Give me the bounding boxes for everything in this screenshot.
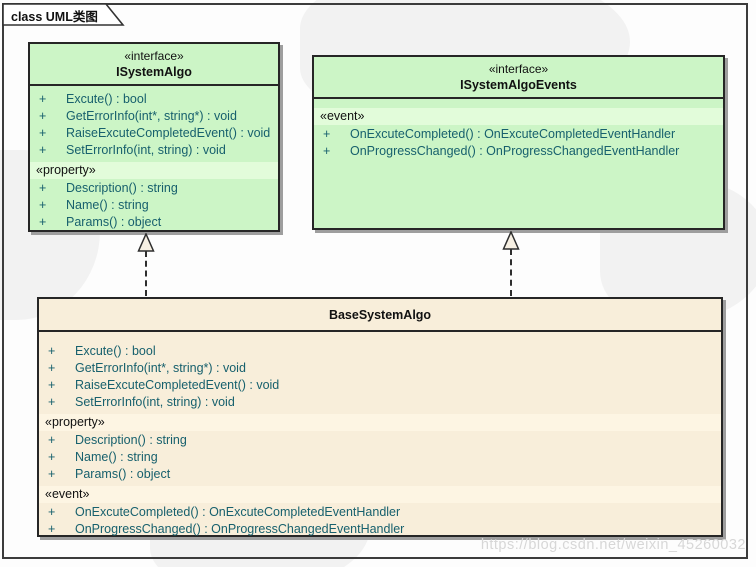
member-row: + OnExcuteCompleted() : OnExcuteCompleted… xyxy=(314,126,723,143)
visibility-symbol: + xyxy=(39,198,47,212)
member-row: + Excute() : bool xyxy=(30,91,278,108)
visibility-symbol: + xyxy=(48,467,56,481)
member-row: + Params() : object xyxy=(30,214,278,231)
member-row: + GetErrorInfo(int*, string*) : void xyxy=(30,108,278,125)
member-signature: SetErrorInfo(int, string) : void xyxy=(75,395,235,409)
class-name: ISystemAlgo xyxy=(116,64,192,79)
member-signature: OnExcuteCompleted() : OnExcuteCompletedE… xyxy=(350,127,676,141)
class-members: + Excute() : bool + GetErrorInfo(int*, stri… xyxy=(39,332,721,538)
member-signature: Description() : string xyxy=(75,433,187,447)
visibility-symbol: + xyxy=(323,127,331,141)
visibility-symbol: + xyxy=(39,215,47,229)
visibility-symbol: + xyxy=(48,450,56,464)
member-signature: RaiseExcuteCompletedEvent() : void xyxy=(66,126,271,140)
member-signature: SetErrorInfo(int, string) : void xyxy=(66,143,226,157)
class-header: BaseSystemAlgo xyxy=(39,299,721,332)
stereotype-strip: «event» xyxy=(39,486,721,503)
member-row: + Excute() : bool xyxy=(39,343,721,360)
visibility-symbol: + xyxy=(48,505,56,519)
member-signature: OnProgressChanged() : OnProgressChangedE… xyxy=(75,522,405,536)
dashed-line xyxy=(510,249,512,296)
member-signature: OnProgressChanged() : OnProgressChangedE… xyxy=(350,144,680,158)
visibility-symbol: + xyxy=(48,433,56,447)
member-row: + Params() : object xyxy=(39,466,721,483)
stereotype-strip: «property» xyxy=(30,162,278,179)
stereotype-label: «interface» xyxy=(488,61,549,76)
member-signature: Name() : string xyxy=(75,450,158,464)
class-box-isystemalgoevents[interactable]: «interface» ISystemAlgoEvents «event» + On… xyxy=(312,55,725,230)
diagram-frame xyxy=(2,3,748,559)
realization-arrow-isystemalgo xyxy=(136,233,156,296)
visibility-symbol: + xyxy=(39,92,47,106)
class-members: «event» + OnExcuteCompleted() : OnExcuteCo… xyxy=(314,99,723,160)
class-header: «interface» ISystemAlgoEvents xyxy=(314,57,723,99)
member-signature: GetErrorInfo(int*, string*) : void xyxy=(66,109,237,123)
class-box-isystemalgo[interactable]: «interface» ISystemAlgo + Excute() : bool… xyxy=(28,42,280,232)
realization-arrow-isystemalgoevents xyxy=(501,231,521,296)
class-name: ISystemAlgoEvents xyxy=(460,77,577,92)
member-row: + OnProgressChanged() : OnProgressChanged… xyxy=(39,521,721,538)
member-row: + OnExcuteCompleted() : OnExcuteCompleted… xyxy=(39,504,721,521)
visibility-symbol: + xyxy=(48,344,56,358)
stereotype-strip: «event» xyxy=(314,108,723,125)
visibility-symbol: + xyxy=(48,395,56,409)
member-row: + OnProgressChanged() : OnProgressChanged… xyxy=(314,143,723,160)
member-signature: Params() : object xyxy=(75,467,171,481)
visibility-symbol: + xyxy=(48,361,56,375)
dashed-line xyxy=(145,251,147,296)
member-signature: Params() : object xyxy=(66,215,162,229)
member-signature: Description() : string xyxy=(66,181,178,195)
member-signature: GetErrorInfo(int*, string*) : void xyxy=(75,361,246,375)
visibility-symbol: + xyxy=(48,378,56,392)
member-row: + Name() : string xyxy=(39,449,721,466)
class-box-basesystemalgo[interactable]: BaseSystemAlgo + Excute() : bool + GetError… xyxy=(37,297,723,537)
member-signature: Excute() : bool xyxy=(75,344,156,358)
visibility-symbol: + xyxy=(323,144,331,158)
hollow-triangle-icon xyxy=(502,231,520,250)
member-signature: RaiseExcuteCompletedEvent() : void xyxy=(75,378,280,392)
member-row: + Description() : string xyxy=(39,432,721,449)
visibility-symbol: + xyxy=(39,109,47,123)
tab-label: class UML类图 xyxy=(11,10,98,24)
member-row: + Description() : string xyxy=(30,180,278,197)
member-signature: Name() : string xyxy=(66,198,149,212)
visibility-symbol: + xyxy=(39,181,47,195)
visibility-symbol: + xyxy=(39,126,47,140)
visibility-symbol: + xyxy=(39,143,47,157)
diagram-tab[interactable]: class UML类图 xyxy=(2,3,134,27)
class-name: BaseSystemAlgo xyxy=(328,307,432,322)
member-row: + SetErrorInfo(int, string) : void xyxy=(30,142,278,159)
class-header: «interface» ISystemAlgo xyxy=(30,44,278,86)
member-row: + GetErrorInfo(int*, string*) : void xyxy=(39,360,721,377)
visibility-symbol: + xyxy=(48,522,56,536)
blog-watermark: https://blog.csdn.net/weixin_45260032 xyxy=(480,537,746,553)
member-row: + RaiseExcuteCompletedEvent() : void xyxy=(30,125,278,142)
member-row: + Name() : string xyxy=(30,197,278,214)
stereotype-label: «interface» xyxy=(124,48,184,63)
member-row: + SetErrorInfo(int, string) : void xyxy=(39,394,721,411)
member-signature: Excute() : bool xyxy=(66,92,147,106)
member-signature: OnExcuteCompleted() : OnExcuteCompletedE… xyxy=(75,505,401,519)
stereotype-strip: «property» xyxy=(39,414,721,431)
tab-shape-icon xyxy=(2,3,125,26)
member-row: + RaiseExcuteCompletedEvent() : void xyxy=(39,377,721,394)
class-members: + Excute() : bool + GetErrorInfo(int*, stri… xyxy=(30,86,278,231)
hollow-triangle-icon xyxy=(137,233,155,252)
